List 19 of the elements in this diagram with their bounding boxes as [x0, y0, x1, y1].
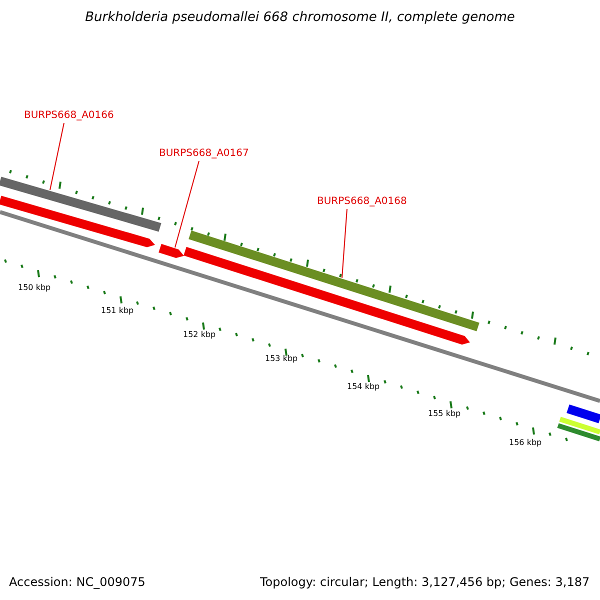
leader-line [50, 122, 64, 190]
scale-label: 150 kbp [18, 283, 51, 292]
gene-label: BURPS668_A0167 [159, 148, 249, 159]
gene-bar [0, 176, 162, 232]
genome-info-text: Topology: circular; Length: 3,127,456 bp; Genes: 3,187 [260, 575, 590, 589]
gene-label: BURPS668_A0166 [24, 110, 114, 121]
gene-bar [158, 244, 184, 258]
diagram-title: Burkholderia pseudomallei 668 chromosome II, complete genome [84, 10, 516, 25]
scale-label: 154 kbp [347, 382, 380, 391]
scale-label: 153 kbp [265, 354, 298, 363]
gene-bar [188, 230, 480, 332]
scale-label: 151 kbp [101, 306, 134, 315]
scale-label: 156 kbp [509, 438, 542, 447]
leader-line [342, 208, 348, 278]
leader-line [174, 160, 200, 248]
accession-text: Accession: NC_009075 [9, 575, 146, 589]
scale-label: 155 kbp [428, 409, 461, 418]
scale-label: 152 kbp [183, 330, 216, 339]
gene-label: BURPS668_A0168 [317, 196, 407, 207]
